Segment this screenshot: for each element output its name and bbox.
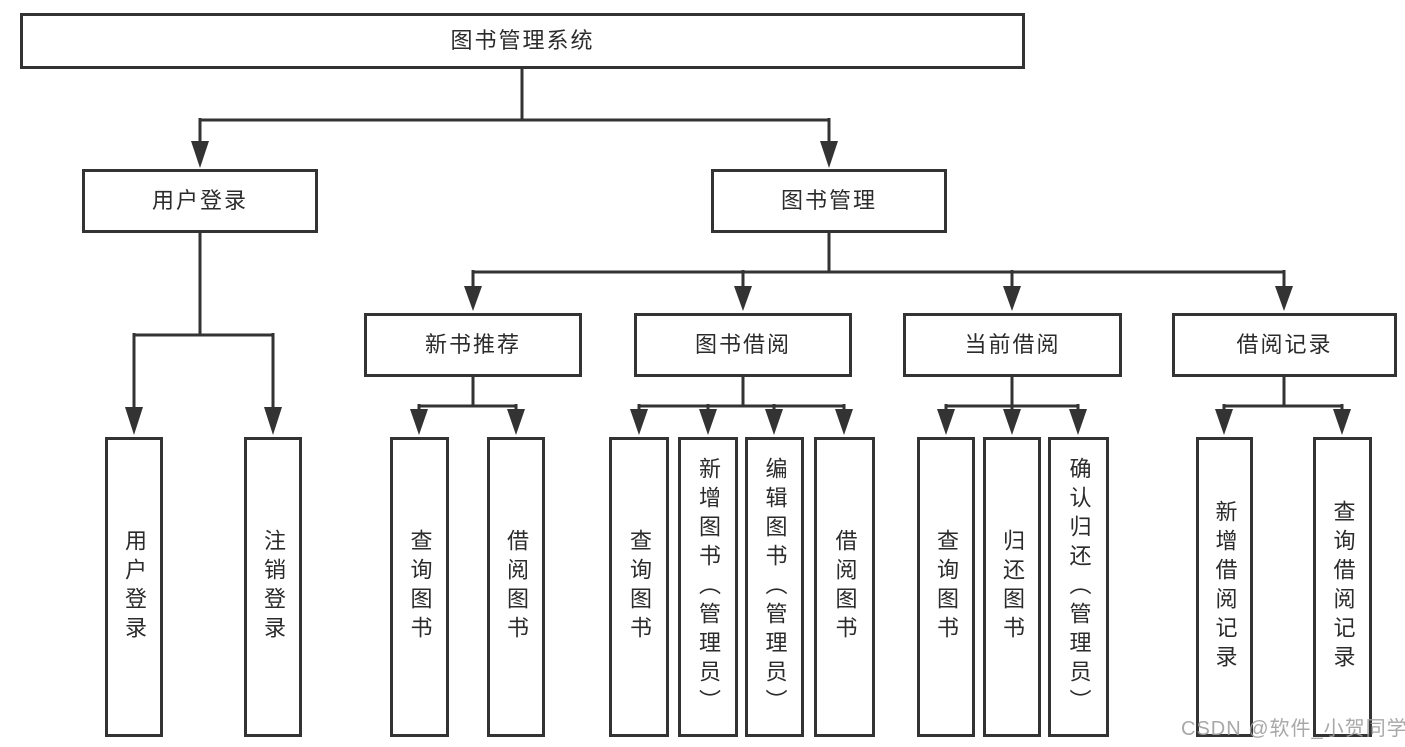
node-label: 借阅图书	[504, 529, 529, 645]
node-borrow-books-recommend: 借阅图书	[487, 437, 545, 737]
node-book-borrow: 图书借阅	[634, 313, 852, 377]
node-user-login: 用户登录	[82, 169, 318, 233]
node-label: 图书管理	[780, 188, 877, 213]
node-label: 借阅图书	[832, 529, 858, 645]
node-query-books-current: 查询图书	[917, 437, 975, 737]
node-label: 编辑图书（管理员）	[762, 456, 788, 718]
node-label: 新书推荐	[424, 332, 521, 357]
watermark-text: CSDN @软件_小贺同学	[1181, 718, 1405, 740]
node-label: 用户登录	[151, 188, 248, 213]
node-edit-book-admin: 编辑图书（管理员）	[745, 437, 804, 737]
node-query-books-recommend: 查询图书	[390, 437, 449, 737]
node-label: 查询图书	[407, 529, 433, 645]
node-new-book-recommend: 新书推荐	[364, 313, 582, 377]
node-query-borrow-record: 查询借阅记录	[1313, 437, 1372, 737]
arrowheads	[125, 141, 1351, 435]
node-borrow-records: 借阅记录	[1172, 313, 1397, 377]
node-current-borrow: 当前借阅	[903, 313, 1122, 377]
node-borrow-books-leaf: 借阅图书	[814, 437, 875, 737]
node-label: 图书管理系统	[450, 28, 595, 53]
node-user-login-leaf: 用户登录	[105, 437, 163, 737]
node-label: 查询图书	[627, 529, 652, 645]
node-confirm-return-admin: 确认归还（管理员）	[1048, 437, 1109, 737]
node-label: 新增借阅记录	[1212, 500, 1238, 674]
node-label: 注销登录	[261, 529, 286, 645]
node-logout: 注销登录	[244, 437, 302, 737]
node-label: 查询图书	[934, 529, 959, 645]
node-library-system: 图书管理系统	[20, 13, 1025, 69]
node-label: 图书借阅	[694, 332, 791, 357]
node-label: 用户登录	[122, 529, 147, 645]
node-add-borrow-record: 新增借阅记录	[1196, 437, 1253, 737]
node-add-book-admin: 新增图书（管理员）	[678, 437, 738, 737]
node-label: 确认归还（管理员）	[1066, 456, 1092, 718]
node-return-books: 归还图书	[983, 437, 1041, 737]
node-query-books-borrow: 查询图书	[609, 437, 669, 737]
node-book-management: 图书管理	[711, 169, 947, 233]
node-label: 归还图书	[1000, 529, 1025, 645]
node-label: 新增图书（管理员）	[696, 456, 721, 718]
node-label: 当前借阅	[964, 332, 1061, 357]
node-label: 借阅记录	[1236, 332, 1333, 357]
node-label: 查询借阅记录	[1330, 500, 1356, 674]
